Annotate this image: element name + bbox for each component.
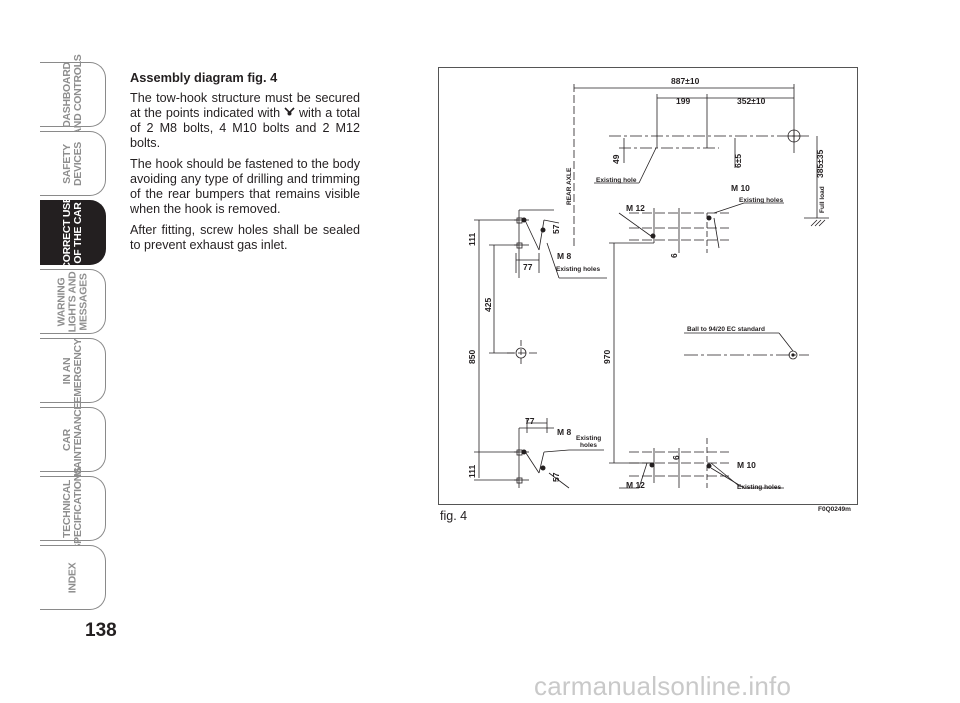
paragraph-2: The hook should be fastened to the body …: [130, 157, 360, 216]
tab-label: CORRECT USE OF THE CAR: [60, 195, 84, 270]
full-load-label: Full load: [819, 186, 826, 213]
dim-887: 887±10: [671, 76, 700, 86]
m10-top-label: M 10: [731, 183, 750, 193]
m8-top-label: M 8: [557, 251, 571, 261]
dim-77-bottom: 77: [525, 416, 535, 426]
m8-bottom-label: M 8: [557, 427, 571, 437]
paragraph-text: with a total of 2 M8 bolts, 4 M10 bolts …: [130, 106, 360, 150]
existing-hole-label: Existing hole: [596, 177, 637, 184]
bolt-point-icon: [284, 106, 295, 121]
dim-385: 385±35: [815, 149, 825, 178]
existing-holes-br-label: Existing holes: [737, 484, 781, 491]
m10-bottom-label: M 10: [737, 460, 756, 470]
tab-label: CAR MAINTENANCE: [60, 402, 84, 477]
dim-6-bottom: 6: [671, 455, 681, 460]
rear-axle-label: REAR AXLE: [566, 167, 573, 205]
assembly-diagram-figure: 887±10 199 352±10 49 6±5 385±35 Full loa…: [438, 67, 858, 505]
dim-57-top: 57: [551, 224, 561, 234]
body-text: Assembly diagram fig. 4 The tow-hook str…: [130, 70, 360, 259]
dim-49: 49: [611, 154, 621, 164]
tab-in-an-emergency[interactable]: IN AN EMERGENCY: [40, 338, 106, 403]
paragraph-3: After fitting, screw holes shall be seal…: [130, 223, 360, 252]
figure-code: F0Q0249m: [818, 506, 851, 513]
dim-850: 850: [467, 350, 477, 364]
assembly-diagram: 887±10 199 352±10 49 6±5 385±35 Full loa…: [467, 76, 829, 491]
dim-111-top: 111: [467, 232, 477, 246]
paragraph-1: The tow-hook structure must be secured a…: [130, 91, 360, 151]
tab-dashboard-and-controls[interactable]: DASHBOARD AND CONTROLS: [40, 54, 106, 135]
existing-holes-bottom-label-2: holes: [580, 442, 597, 449]
dim-425: 425: [483, 298, 493, 312]
paragraph-text: The tow-hook structure must be secured a…: [130, 91, 360, 120]
ball-standard-label: Ball to 94/20 EC standard: [687, 326, 765, 333]
dim-199: 199: [676, 96, 690, 106]
figure-caption: fig. 4: [440, 509, 468, 523]
dim-6-top: 6: [669, 253, 679, 258]
m12-top-label: M 12: [626, 203, 645, 213]
tab-label: IN AN EMERGENCY: [60, 338, 84, 403]
tab-technical-specifications[interactable]: TECHNICAL SPECIFICATIONS: [40, 467, 106, 550]
dim-352: 352±10: [737, 96, 766, 106]
dim-970: 970: [602, 350, 612, 364]
existing-holes-left-label: Existing holes: [556, 266, 600, 273]
tab-correct-use-of-the-car[interactable]: CORRECT USE OF THE CAR: [40, 196, 106, 269]
tab-safety-devices[interactable]: SAFETY DEVICES: [40, 131, 106, 196]
tab-label: DASHBOARD AND CONTROLS: [60, 54, 84, 135]
section-heading: Assembly diagram fig. 4: [130, 70, 278, 85]
dim-6-5: 6±5: [733, 154, 743, 168]
tab-car-maintenance[interactable]: CAR MAINTENANCE: [40, 402, 106, 477]
tab-label: WARNING LIGHTS AND MESSAGES: [55, 271, 89, 332]
tab-warning-lights-and-messages[interactable]: WARNING LIGHTS AND MESSAGES: [40, 269, 106, 334]
page-number: 138: [85, 620, 117, 641]
m12-bottom-label: M 12: [626, 480, 645, 490]
tab-label: INDEX: [66, 562, 78, 593]
dim-111-bottom: 111: [467, 464, 477, 478]
dim-77-top: 77: [523, 262, 533, 272]
tab-label: TECHNICAL SPECIFICATIONS: [60, 466, 84, 551]
tab-label: SAFETY DEVICES: [60, 141, 84, 186]
dim-57-bottom: 57: [551, 472, 561, 482]
existing-holes-bottom-label-1: Existing: [576, 435, 601, 442]
watermark: carmanualsonline.info: [534, 671, 792, 701]
existing-holes-tr-label: Existing holes: [739, 197, 783, 204]
tab-index[interactable]: INDEX: [40, 545, 106, 610]
